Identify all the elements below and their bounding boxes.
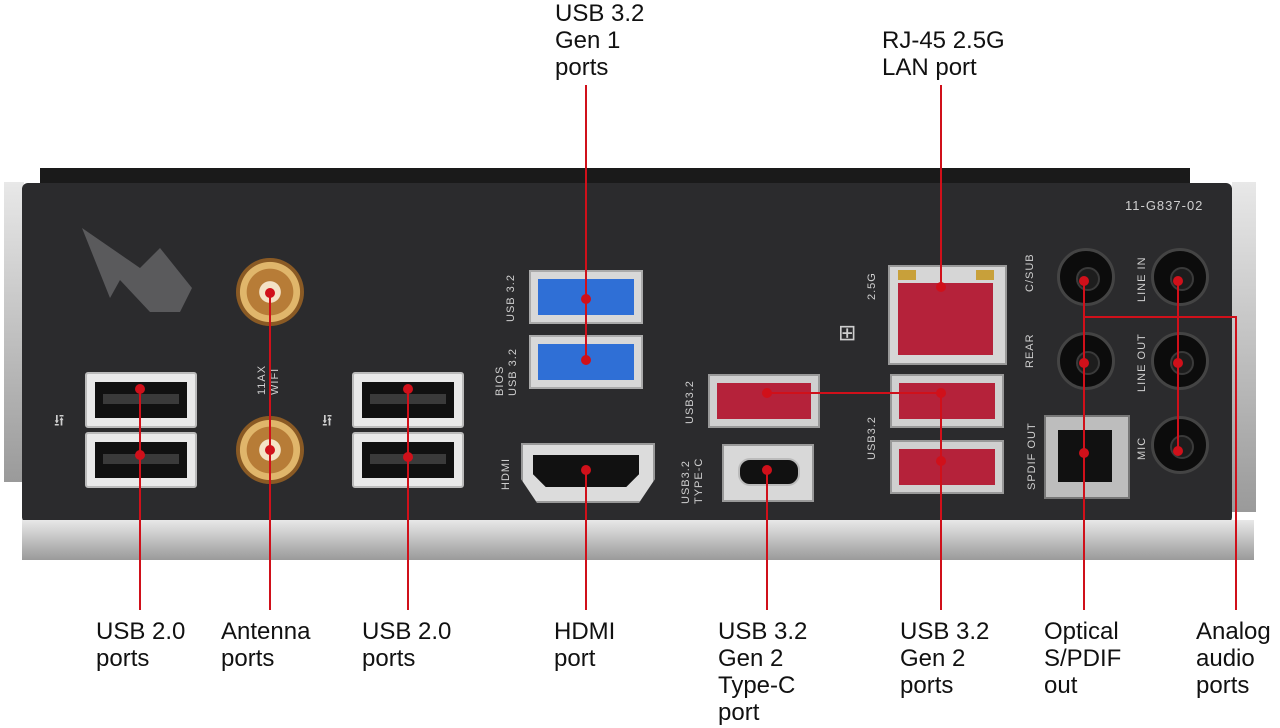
dot-usb20-left-a [135, 384, 145, 394]
dot-jack-c-sub [1079, 276, 1089, 286]
usb32-gen2-bottom [890, 440, 1004, 494]
callout-antenna: Antenna ports [221, 618, 311, 672]
callout-usb-c: USB 3.2 Gen 2 Type-C port [718, 618, 808, 726]
dot-usb32-gen1-b [581, 355, 591, 365]
callout-optical: Optical S/PDIF out [1044, 618, 1122, 699]
dot-usb32-gen1-a [581, 294, 591, 304]
callout-hdmi: HDMI port [554, 618, 616, 672]
rj45-socket [898, 283, 993, 355]
callout-usb32-gen2: USB 3.2 Gen 2 ports [900, 618, 990, 699]
part-number-label: 11-G837-02 [1125, 198, 1204, 213]
leader-usb32-gen2 [767, 392, 942, 610]
dot-antenna-b [265, 445, 275, 455]
dot-jack-line-in [1173, 276, 1183, 286]
dot-jack-rear [1079, 358, 1089, 368]
rj45-led-right [976, 270, 994, 280]
callout-rj45-lan: RJ-45 2.5G LAN port [882, 27, 1005, 81]
aorus-logo [82, 228, 192, 312]
dot-usb32-red-3 [936, 456, 946, 466]
dot-jack-line-out [1173, 358, 1183, 368]
dot-rj45 [936, 282, 946, 292]
usb-icon: ⭿ [54, 413, 66, 430]
jack-rear [1057, 332, 1115, 390]
dot-usb32-red-1 [762, 388, 772, 398]
rj45-led-left [898, 270, 916, 280]
dot-antenna-a [265, 288, 275, 298]
shield-left-edge [4, 182, 24, 482]
dot-usb-c [762, 465, 772, 475]
dot-usb20-right-a [403, 384, 413, 394]
dot-jack-mic [1173, 446, 1183, 456]
usb32-gen2-top [890, 374, 1004, 428]
shield-bottom-edge [22, 520, 1254, 560]
dot-optical [1079, 448, 1089, 458]
callout-usb20-right: USB 2.0 ports [362, 618, 452, 672]
dot-usb32-red-2 [936, 388, 946, 398]
dot-usb20-right-b [403, 452, 413, 462]
callout-usb20-left: USB 2.0 ports [96, 618, 186, 672]
callout-analog: Analog audio ports [1196, 618, 1271, 699]
jack-mic [1151, 416, 1209, 474]
dot-hdmi [581, 465, 591, 475]
network-icon: ⊞ [838, 320, 858, 345]
callout-usb32-gen1: USB 3.2 Gen 1 ports [555, 0, 645, 81]
leader-analog [1084, 316, 1237, 610]
dot-usb20-left-b [135, 450, 145, 460]
usb-icon: ⭿ [322, 413, 334, 430]
shield-top-rim [40, 168, 1190, 186]
